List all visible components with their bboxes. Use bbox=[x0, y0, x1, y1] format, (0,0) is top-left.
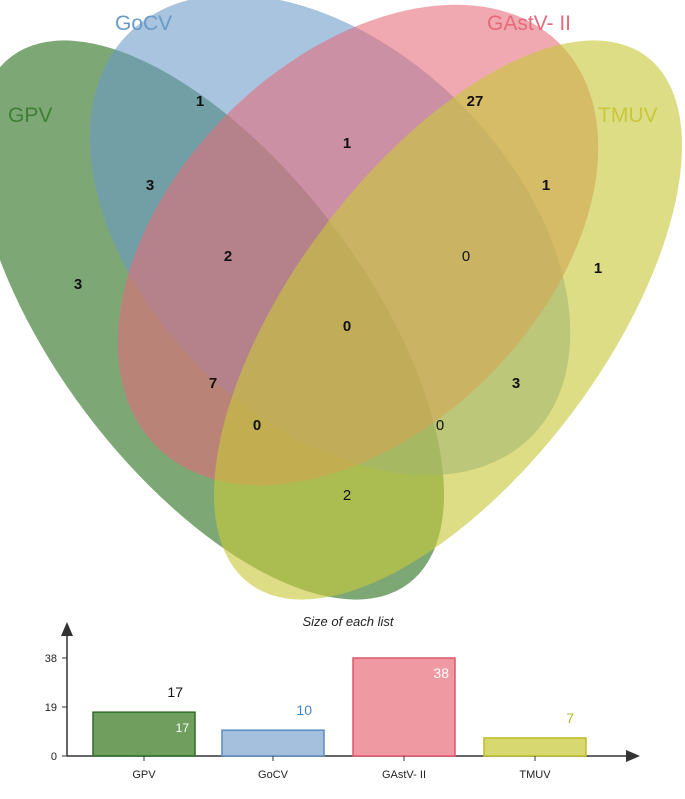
region-count-gastvii-tmuv: 1 bbox=[542, 177, 550, 194]
bar-tmuv bbox=[483, 737, 587, 757]
bar-inner-label-gastvii: 38 bbox=[433, 665, 449, 681]
category-label-gastvii: GAstV- II bbox=[382, 769, 426, 781]
y-tick-label: 19 bbox=[45, 702, 57, 714]
region-count-gpv-gocv-gastvii: 2 bbox=[224, 248, 232, 265]
region-count-gpv-tmuv: 2 bbox=[343, 487, 351, 504]
set-label-gpv: GPV bbox=[8, 104, 52, 127]
region-counts: 1 27 1 3 1 3 2 0 1 0 7 3 0 0 2 bbox=[74, 93, 602, 504]
region-count-gocv-gastvii-tmuv: 0 bbox=[462, 248, 470, 265]
region-count-gpv-gocv: 3 bbox=[146, 177, 154, 194]
region-count-gpv-gocv-gastvii-tmuv: 0 bbox=[343, 318, 351, 335]
chart-title: Size of each list bbox=[302, 614, 394, 629]
region-count-gocv-gastvii: 1 bbox=[343, 135, 351, 152]
region-count-tmuv: 1 bbox=[594, 260, 602, 277]
venn-diagram: GPV GoCV GAstV- II TMUV 1 27 1 3 1 3 2 0 1 0 7 3 0 0 2 bbox=[0, 0, 683, 600]
y-tick-label: 0 bbox=[51, 751, 57, 763]
bars bbox=[92, 657, 587, 757]
region-count-gpv: 3 bbox=[74, 276, 82, 293]
x-axis-arrow bbox=[626, 750, 640, 762]
region-count-gpv-gastvii: 7 bbox=[209, 375, 217, 392]
y-ticks: 0 19 38 bbox=[45, 653, 67, 763]
set-label-gastv: GAstV- II bbox=[487, 12, 571, 35]
bar-chart: Size of each list 0 19 38 17 17 10 38 7 GPV GoC… bbox=[45, 614, 640, 781]
region-count-gpv-gastvii-tmuv: 0 bbox=[253, 417, 261, 434]
tmuv-ellipse bbox=[213, 40, 683, 600]
category-label-gocv: GoCV bbox=[258, 769, 289, 781]
y-axis-arrow bbox=[61, 622, 73, 636]
bar-inner-label-gpv: 17 bbox=[176, 721, 190, 735]
category-label-gpv: GPV bbox=[132, 769, 156, 781]
set-label-gocv: GoCV bbox=[115, 12, 172, 35]
region-count-gocv-tmuv: 3 bbox=[512, 375, 520, 392]
bar-value-label-tmuv: 7 bbox=[566, 710, 574, 726]
bar-labels: 17 17 10 38 7 bbox=[167, 665, 574, 735]
bar-gocv bbox=[221, 729, 325, 757]
category-label-tmuv: TMUV bbox=[519, 769, 551, 781]
bar-gpv bbox=[92, 711, 196, 757]
y-tick-label: 38 bbox=[45, 653, 57, 665]
region-count-gocv: 1 bbox=[196, 93, 204, 110]
region-count-gastvii: 27 bbox=[467, 93, 484, 110]
category-labels: GPV GoCV GAstV- II TMUV bbox=[132, 756, 551, 781]
set-label-tmuv: TMUV bbox=[598, 104, 658, 127]
bar-value-label-gpv: 17 bbox=[167, 684, 183, 700]
region-count-gpv-gocv-tmuv: 0 bbox=[436, 417, 444, 434]
bar-gastvii bbox=[352, 657, 456, 757]
bar-value-label-gocv: 10 bbox=[296, 702, 312, 718]
